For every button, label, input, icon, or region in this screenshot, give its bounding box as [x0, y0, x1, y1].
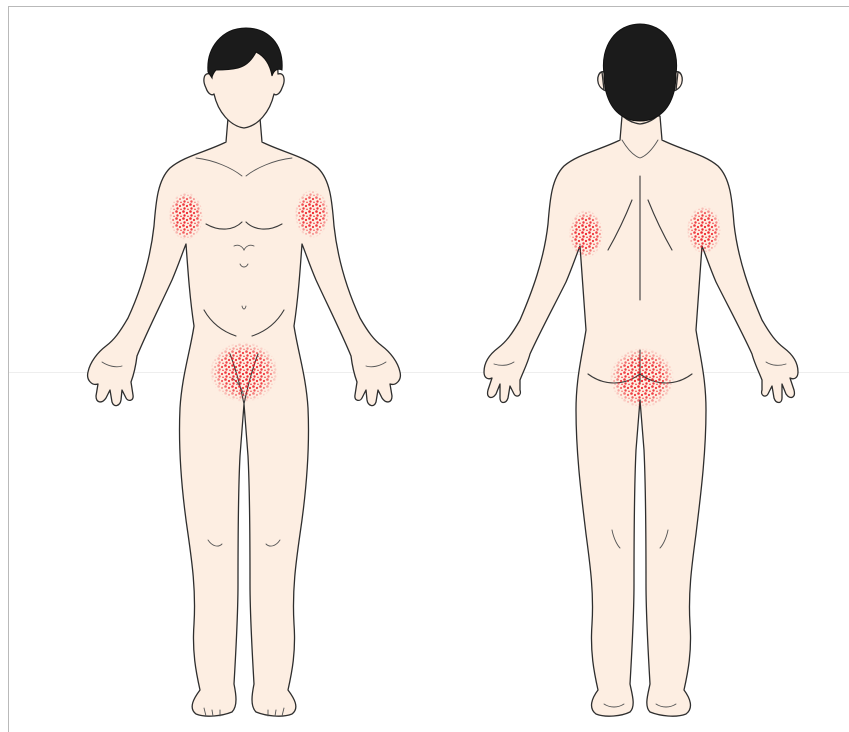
back-view-figure	[484, 24, 798, 716]
back-rash-left-underarm	[687, 206, 721, 254]
front-rash-left-armpit	[295, 190, 329, 238]
front-view-figure	[88, 28, 401, 716]
back-rash-buttocks	[610, 348, 674, 408]
back-body-outline	[484, 116, 798, 716]
back-hair	[603, 24, 676, 121]
front-body-outline	[88, 118, 401, 716]
back-rash-right-underarm	[569, 210, 603, 258]
front-rash-right-armpit	[169, 192, 203, 240]
front-rash-groin	[210, 342, 278, 402]
